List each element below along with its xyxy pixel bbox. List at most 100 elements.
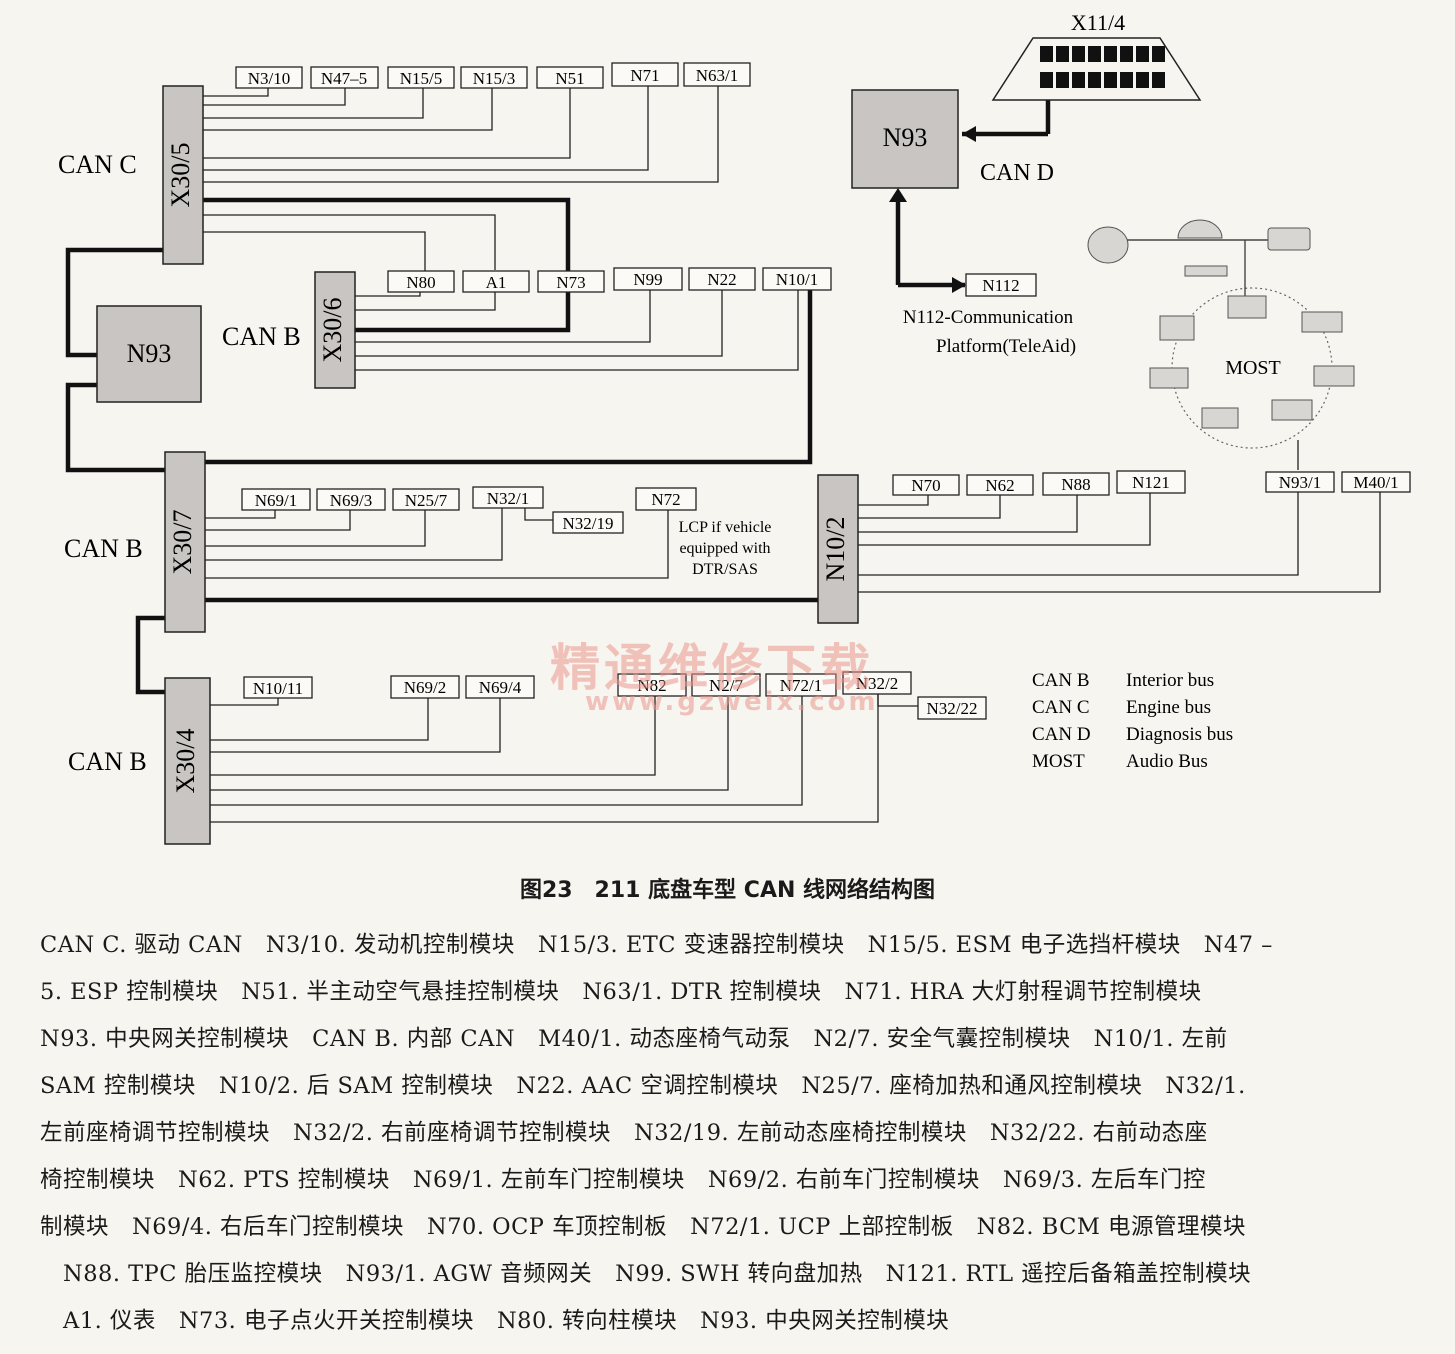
figure-caption: 图23 211 底盘车型 CAN 线网络结构图 bbox=[519, 878, 936, 903]
diagnostic-connector-pins bbox=[1040, 46, 1165, 88]
lcp-note-line3: DTR/SAS bbox=[692, 561, 758, 578]
description-line: N93. 中央网关控制模块 CAN B. 内部 CAN M40/1. 动态座椅气… bbox=[40, 1026, 1228, 1052]
module-box bbox=[635, 487, 697, 511]
can-c-wires bbox=[203, 86, 719, 272]
can-c-modules: N3/10 N47–5 N15/5 N15/3 N51 N71 N63/1 bbox=[235, 62, 751, 89]
description-line: 制模块 N69/4. 右后车门控制模块 N70. OCP 车顶控制板 N72/1… bbox=[40, 1214, 1247, 1240]
module-label: N10/1 bbox=[776, 270, 819, 289]
x30-4-modules: N10/11 N69/2 N69/4 N82 N2/7 N72/1 N32/2 … bbox=[243, 671, 987, 720]
device-icon bbox=[1149, 367, 1189, 389]
module-label: N88 bbox=[1061, 475, 1090, 494]
connector-n10-2 bbox=[817, 474, 859, 624]
module-box bbox=[966, 474, 1034, 496]
bus-legend: CAN B Interior bus CAN C Engine bus CAN … bbox=[1032, 670, 1233, 772]
figure-description: CAN C. 驱动 CAN N3/10. 发动机控制模块 N15/3. ETC … bbox=[40, 922, 1440, 1345]
module-label: N32/2 bbox=[856, 674, 899, 693]
module-box bbox=[1042, 472, 1110, 496]
module-box bbox=[683, 62, 751, 87]
n10-2-wires bbox=[858, 440, 1381, 593]
arrow-to-n112 bbox=[952, 277, 966, 293]
module-label: N47–5 bbox=[321, 69, 367, 88]
module-box bbox=[387, 66, 455, 89]
thick-bus-lines bbox=[65, 100, 1051, 695]
module-label: N15/3 bbox=[473, 69, 516, 88]
diagnostic-connector-x11-4: X11/4 bbox=[991, 10, 1202, 101]
module-label: N62 bbox=[985, 476, 1014, 495]
can-b-x30-4-wires bbox=[210, 694, 918, 823]
module-box bbox=[460, 66, 528, 89]
connector-x30-4 bbox=[164, 677, 211, 845]
gateway-n93-left-label: N93 bbox=[127, 339, 172, 368]
module-box bbox=[310, 66, 379, 89]
watermark-url: www.gzweix.com bbox=[585, 687, 879, 717]
module-box bbox=[617, 673, 687, 697]
module-box bbox=[1265, 471, 1335, 493]
module-box bbox=[765, 673, 837, 697]
legend-code: CAN B bbox=[1032, 670, 1090, 691]
module-box bbox=[387, 270, 455, 293]
module-label: N73 bbox=[556, 273, 585, 292]
module-box bbox=[1116, 470, 1186, 494]
module-label: N69/2 bbox=[404, 678, 447, 697]
module-box bbox=[465, 675, 535, 699]
most-ring: MOST bbox=[1087, 219, 1355, 449]
module-label: N121 bbox=[1132, 473, 1170, 492]
watermark-text: 精通维修下载 bbox=[550, 639, 874, 697]
module-label: N70 bbox=[911, 476, 940, 495]
connector-x30-6 bbox=[314, 271, 356, 389]
module-label: N32/1 bbox=[487, 489, 530, 508]
module-box bbox=[552, 511, 624, 534]
arrow-n112-up bbox=[889, 188, 907, 202]
module-label: N15/5 bbox=[400, 69, 443, 88]
device-icon bbox=[1301, 311, 1343, 333]
module-label: N3/10 bbox=[248, 69, 291, 88]
x30-6-modules: N80 A1 N73 N99 N22 N10/1 bbox=[387, 267, 832, 293]
module-label: N63/1 bbox=[696, 66, 739, 85]
module-label: N72 bbox=[651, 490, 680, 509]
connector-x30-4-label: X30/4 bbox=[171, 729, 200, 794]
module-label: N51 bbox=[555, 69, 584, 88]
connector-x30-7-label: X30/7 bbox=[168, 510, 197, 575]
module-label: N69/4 bbox=[479, 678, 522, 697]
module-box bbox=[472, 486, 544, 509]
module-label: N69/1 bbox=[255, 491, 298, 510]
description-line: N88. TPC 胎压监控模块 N93/1. AGW 音频网关 N99. SWH… bbox=[40, 1261, 1252, 1287]
module-label: N25/7 bbox=[405, 491, 448, 510]
module-box bbox=[537, 270, 605, 293]
module-label: N82 bbox=[637, 676, 666, 695]
module-label: M40/1 bbox=[1353, 473, 1398, 492]
legend-desc: Audio Bus bbox=[1126, 751, 1208, 772]
device-icon bbox=[1313, 365, 1355, 387]
description-line: 左前座椅调节控制模块 N32/2. 右前座椅调节控制模块 N32/19. 左前动… bbox=[40, 1120, 1208, 1146]
device-icon bbox=[1271, 399, 1313, 421]
device-icon bbox=[1159, 315, 1195, 341]
module-box bbox=[316, 488, 386, 511]
gateway-n93-right bbox=[851, 89, 959, 189]
module-label: N32/19 bbox=[563, 514, 614, 533]
module-label: N22 bbox=[707, 270, 736, 289]
module-label: N69/3 bbox=[330, 491, 373, 510]
description-line: SAM 控制模块 N10/2. 后 SAM 控制模块 N22. AAC 空调控制… bbox=[40, 1073, 1246, 1099]
arrow-can-d-to-n93 bbox=[962, 126, 976, 142]
module-box bbox=[842, 671, 912, 695]
n112-note-line2: Platform(TeleAid) bbox=[936, 336, 1076, 357]
module-box bbox=[762, 267, 832, 291]
can-b-x30-6-wires bbox=[355, 290, 799, 371]
module-label: A1 bbox=[486, 273, 507, 292]
connector-x30-6-label: X30/6 bbox=[318, 298, 347, 363]
most-devices bbox=[1087, 219, 1355, 429]
device-icon bbox=[1227, 295, 1267, 319]
lcp-note-line2: equipped with bbox=[679, 540, 770, 557]
most-label: MOST bbox=[1225, 357, 1281, 379]
connector-x30-7 bbox=[164, 451, 206, 633]
module-box bbox=[691, 673, 761, 697]
connector-x30-5-label: X30/5 bbox=[166, 143, 195, 208]
legend-code: CAN C bbox=[1032, 697, 1090, 718]
description-line: 5. ESP 控制模块 N51. 半主动空气悬挂控制模块 N63/1. DTR … bbox=[40, 979, 1202, 1005]
module-label: N72/1 bbox=[780, 676, 823, 695]
bus-label-can-c: CAN C bbox=[58, 150, 137, 179]
module-box bbox=[688, 267, 756, 291]
module-label: N2/7 bbox=[709, 676, 744, 695]
module-label: N10/11 bbox=[253, 679, 303, 698]
